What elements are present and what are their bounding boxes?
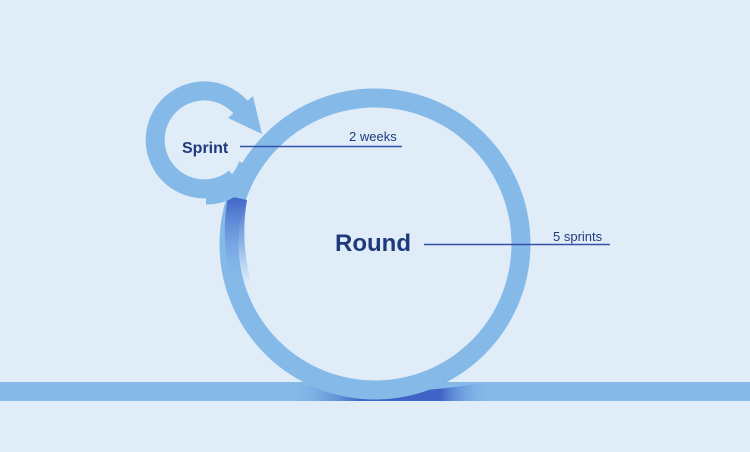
round-label: Round bbox=[335, 230, 411, 257]
loop-bottom-shadow bbox=[290, 382, 490, 401]
sprint-loop bbox=[145, 81, 257, 199]
round-loop-left-shadow bbox=[224, 196, 251, 285]
sprint-duration-label: 2 weeks bbox=[349, 129, 397, 144]
round-duration-label: 5 sprints bbox=[553, 229, 603, 244]
sprint-arrow-icon bbox=[228, 96, 262, 134]
sprint-label: Sprint bbox=[182, 140, 229, 157]
